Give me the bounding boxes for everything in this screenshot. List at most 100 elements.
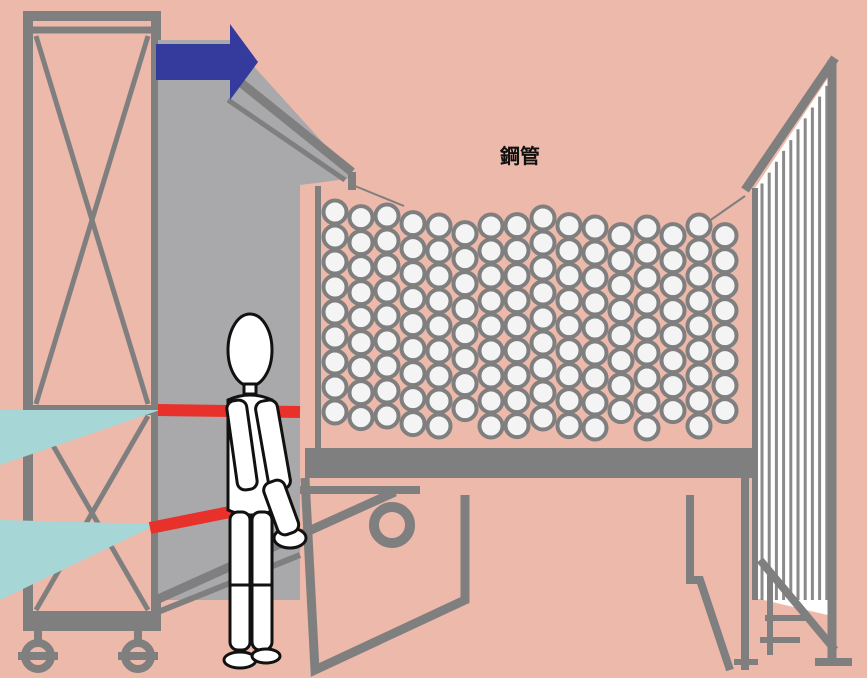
steel-pipe: [659, 322, 687, 350]
steel-pipe: [451, 345, 479, 373]
pipe-label: 鋼管: [500, 144, 540, 168]
steel-pipe: [347, 354, 375, 382]
steel-pipe: [607, 247, 635, 275]
steel-pipe: [425, 412, 453, 440]
steel-pipe: [347, 204, 375, 232]
steel-pipe: [399, 210, 427, 238]
steel-pipe: [425, 212, 453, 240]
steel-pipe: [503, 337, 531, 365]
steel-pipe: [373, 277, 401, 305]
steel-pipe: [373, 327, 401, 355]
steel-pipe: [711, 347, 739, 375]
steel-pipe: [503, 262, 531, 290]
steel-pipe: [685, 412, 713, 440]
steel-pipe: [477, 337, 505, 365]
steel-pipe: [685, 237, 713, 265]
steel-pipe: [581, 389, 609, 417]
steel-pipe: [607, 372, 635, 400]
steel-pipe: [685, 362, 713, 390]
steel-pipe: [321, 273, 349, 301]
steel-pipe: [347, 304, 375, 332]
right-arrow-icon: [156, 24, 258, 100]
steel-pipe: [451, 295, 479, 323]
steel-pipe: [581, 339, 609, 367]
steel-pipe: [607, 297, 635, 325]
steel-pipe: [321, 398, 349, 426]
steel-pipe: [425, 312, 453, 340]
steel-pipe: [581, 314, 609, 342]
caster-wheel-icon: [118, 626, 158, 673]
steel-pipe: [321, 348, 349, 376]
steel-pipe: [633, 314, 661, 342]
steel-pipe: [347, 329, 375, 357]
steel-pipe: [373, 402, 401, 430]
steel-pipe: [503, 412, 531, 440]
steel-pipe: [503, 312, 531, 340]
steel-pipe: [321, 248, 349, 276]
steel-pipe: [711, 372, 739, 400]
steel-pipe: [529, 229, 557, 257]
steel-pipe: [711, 222, 739, 250]
steel-pipe: [529, 279, 557, 307]
steel-pipe: [555, 262, 583, 290]
steel-pipe: [711, 247, 739, 275]
steel-pipe: [347, 379, 375, 407]
steel-pipe: [321, 298, 349, 326]
steel-pipe: [685, 312, 713, 340]
steel-pipe: [347, 279, 375, 307]
steel-pipe: [633, 289, 661, 317]
steel-pipe: [555, 412, 583, 440]
pipe-bin: [300, 186, 758, 677]
steel-pipe: [633, 339, 661, 367]
steel-pipe: [399, 335, 427, 363]
steel-pipe: [659, 397, 687, 425]
steel-pipe: [477, 412, 505, 440]
steel-pipe: [477, 237, 505, 265]
sensor-beam-lower: [0, 520, 158, 600]
steel-pipe: [373, 352, 401, 380]
steel-pipe: [555, 387, 583, 415]
steel-pipe: [659, 372, 687, 400]
steel-pipe: [451, 370, 479, 398]
steel-pipe: [659, 222, 687, 250]
steel-pipe: [477, 287, 505, 315]
steel-pipe: [425, 387, 453, 415]
steel-pipe-stack: [321, 198, 739, 442]
steel-pipe: [373, 302, 401, 330]
steel-pipe: [321, 373, 349, 401]
steel-pipe: [373, 377, 401, 405]
steel-pipe: [607, 222, 635, 250]
steel-pipe: [685, 337, 713, 365]
steel-pipe: [399, 235, 427, 263]
steel-pipe: [529, 254, 557, 282]
steel-pipe: [451, 245, 479, 273]
steel-pipe: [399, 285, 427, 313]
steel-pipe: [373, 202, 401, 230]
steel-pipe: [607, 322, 635, 350]
steel-pipe: [581, 264, 609, 292]
steel-pipe: [373, 227, 401, 255]
steel-pipe: [373, 252, 401, 280]
steel-pipe: [321, 323, 349, 351]
steel-pipe: [399, 385, 427, 413]
steel-pipe: [503, 237, 531, 265]
steel-pipe: [477, 262, 505, 290]
steel-pipe: [633, 264, 661, 292]
steel-pipe: [529, 379, 557, 407]
steel-pipe: [685, 262, 713, 290]
steel-pipe: [529, 204, 557, 232]
laser-line-lower: [148, 504, 242, 534]
steel-pipe: [477, 362, 505, 390]
steel-pipe: [347, 404, 375, 432]
steel-pipe: [347, 254, 375, 282]
steel-pipe: [347, 229, 375, 257]
steel-pipe: [711, 272, 739, 300]
steel-pipe: [399, 410, 427, 438]
steel-pipe: [451, 270, 479, 298]
person-figure: [222, 312, 308, 670]
steel-pipe: [503, 287, 531, 315]
steel-pipe: [477, 212, 505, 240]
steel-pipe: [321, 198, 349, 226]
steel-pipe: [451, 220, 479, 248]
